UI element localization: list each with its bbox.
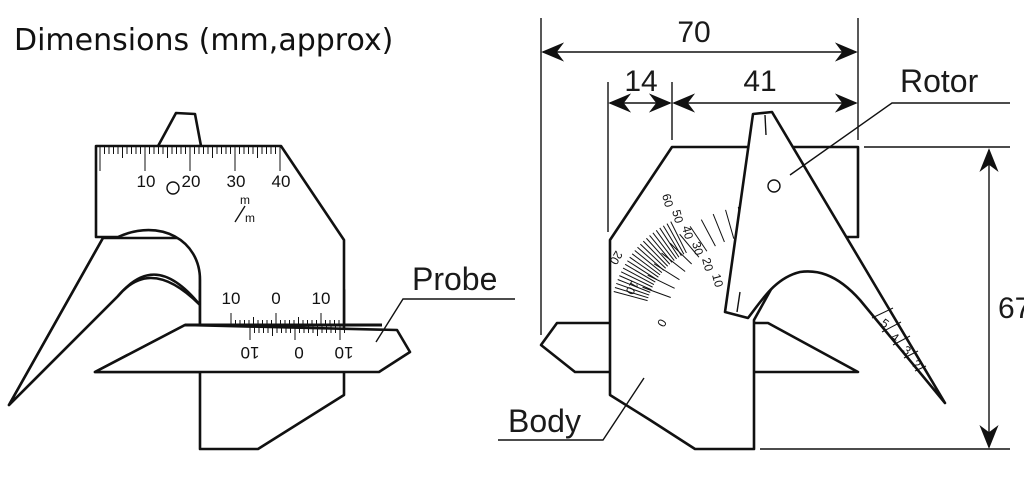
scale-tick xyxy=(652,232,675,261)
scale-tick xyxy=(914,365,927,372)
scale-tick xyxy=(616,282,650,296)
scale-tick xyxy=(659,227,680,258)
top-scale-ticks xyxy=(99,147,281,171)
left-gauge: 10 20 30 40 m m 10 0 10 10 0 10 Probe xyxy=(7,111,515,451)
scale-tick xyxy=(653,263,680,281)
unit-bottom: m xyxy=(245,211,255,225)
rotor-pivot-hole xyxy=(767,179,781,193)
angle-outer-label: 40 xyxy=(679,224,696,241)
scale-tick xyxy=(892,335,911,346)
probe-lower-label: 0 xyxy=(294,343,303,362)
probe-upper-label: 10 xyxy=(312,289,331,308)
scale-tick xyxy=(871,307,894,319)
scale-tick xyxy=(666,223,685,255)
angle-outer-label: 60 xyxy=(659,192,676,209)
inner-curve xyxy=(117,273,201,306)
dimension-67-arrow xyxy=(979,148,999,449)
dimension-70-arrow xyxy=(541,42,858,62)
scale-tick xyxy=(903,350,919,359)
angle-inner-label: 10 xyxy=(623,279,642,298)
scale-tick xyxy=(646,237,671,265)
scale-tick xyxy=(619,275,652,291)
angle-inner-label: 20 xyxy=(607,249,626,268)
scale-tick xyxy=(669,242,693,265)
scale-tick xyxy=(624,263,656,283)
probe-left-end xyxy=(539,321,614,374)
scale-tick xyxy=(614,286,649,299)
scale-tick xyxy=(712,213,725,243)
scale-tick xyxy=(881,321,902,333)
unit-top: m xyxy=(240,193,250,207)
top-scale-label: 20 xyxy=(182,172,201,191)
top-scale-label: 10 xyxy=(137,172,156,191)
dimension-14-arrow xyxy=(608,93,672,113)
rotor-index-mark xyxy=(764,114,767,136)
scale-tick xyxy=(700,219,716,247)
scale-tick xyxy=(655,230,677,260)
angle-outer-label: 20 xyxy=(699,256,716,273)
rotor-leader-line xyxy=(789,102,1010,176)
dimension-67: 67 xyxy=(998,292,1024,325)
scale-tick xyxy=(662,225,682,256)
scale-tick xyxy=(613,291,648,302)
body-leader-line xyxy=(498,377,645,441)
top-scale-label: 30 xyxy=(227,172,246,191)
wedge-scale xyxy=(871,307,927,372)
scale-tick xyxy=(725,209,735,239)
scale-tick xyxy=(637,246,665,271)
body-label: Body xyxy=(508,403,581,439)
scale-tick xyxy=(634,250,663,273)
rotor-index-mark xyxy=(736,291,741,313)
scale-tick xyxy=(622,267,655,285)
probe-leader-line xyxy=(375,298,515,343)
angle-outer-label: 10 xyxy=(709,272,726,289)
body-gap xyxy=(628,397,662,423)
rotor-label: Rotor xyxy=(900,63,979,99)
upper-body xyxy=(94,144,346,327)
probe-upper-label: 10 xyxy=(222,289,241,308)
diagram-title: Dimensions (mm,approx) xyxy=(14,23,393,58)
dimension-41: 41 xyxy=(743,65,776,98)
angle-outer-label: 50 xyxy=(669,208,686,225)
dimension-14: 14 xyxy=(624,65,657,98)
scale-tick xyxy=(647,274,675,289)
probe-lower-label: 10 xyxy=(241,343,260,362)
probe[interactable] xyxy=(93,323,412,374)
scale-tick xyxy=(689,226,708,252)
dimension-70: 70 xyxy=(677,16,710,49)
dimension-41-arrow xyxy=(672,93,858,113)
probe-label: Probe xyxy=(412,261,497,297)
scale-tick xyxy=(639,243,667,269)
top-tab xyxy=(155,111,203,150)
scale-tick xyxy=(617,279,651,293)
pivot-hole xyxy=(166,181,180,195)
blade-fill xyxy=(7,236,202,407)
probe-right-end xyxy=(750,321,860,374)
scale-tick xyxy=(661,252,686,272)
scale-tick xyxy=(629,256,659,278)
scale-tick xyxy=(679,233,700,258)
scale-tick xyxy=(670,221,687,254)
unit-slash xyxy=(234,205,246,223)
top-scale-label: 40 xyxy=(272,172,291,191)
scale-tick xyxy=(649,235,673,263)
scale-tick xyxy=(620,271,653,288)
scale-tick xyxy=(631,253,661,276)
scale-tick xyxy=(642,286,671,298)
angle-outer-label: 30 xyxy=(689,240,706,257)
scale-tick xyxy=(642,240,669,267)
scale-tick xyxy=(627,260,658,281)
probe-scale-ticks xyxy=(230,313,345,340)
probe-lower-label: 10 xyxy=(335,343,354,362)
probe-upper-label: 0 xyxy=(271,289,280,308)
